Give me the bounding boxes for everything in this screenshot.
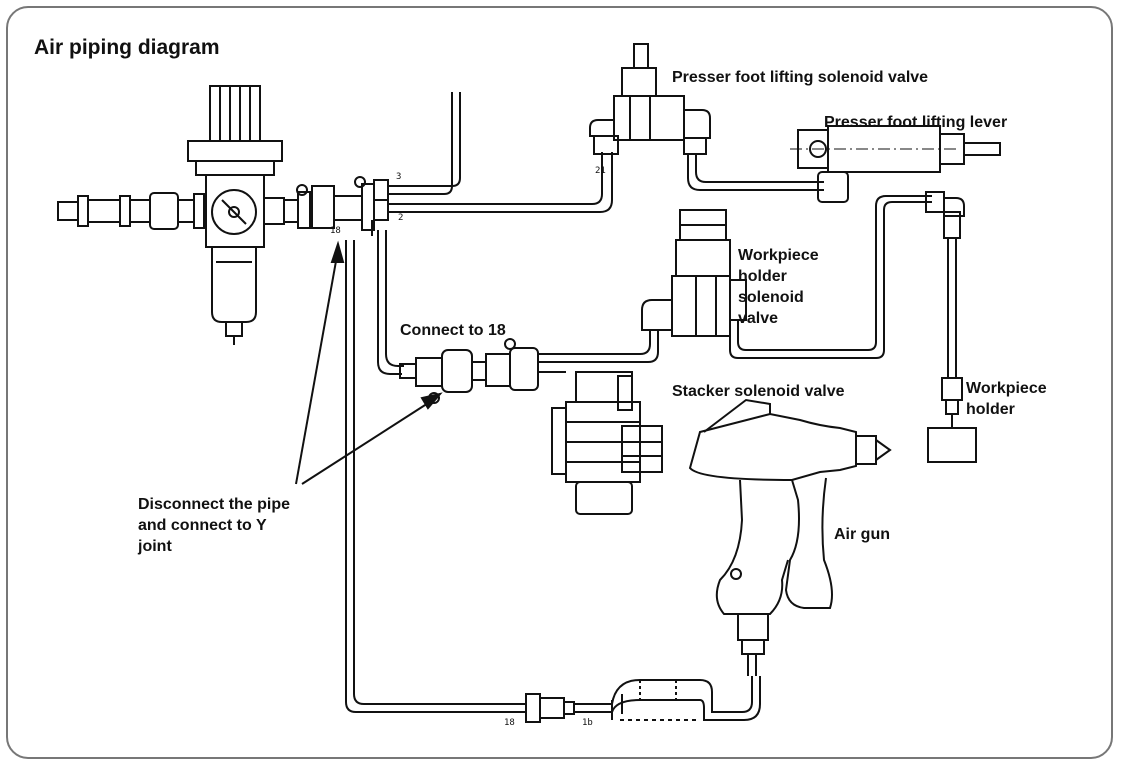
- label-presser-valve: Presser foot lifting solenoid valve: [672, 69, 929, 86]
- port-mark-3: 3: [396, 172, 402, 182]
- presser-valve-icon: [589, 43, 711, 155]
- filter-regulator-icon: [57, 85, 299, 345]
- label-workpiece-valve: Workpiece holder solenoid valve: [738, 247, 819, 327]
- port-mark-1b: 1b: [582, 718, 593, 728]
- label-air-gun: Air gun: [834, 526, 890, 543]
- stacker-valve-icon: [551, 371, 663, 515]
- manifold-icon: [296, 176, 389, 231]
- bottom-coupler-icon: [525, 693, 575, 723]
- label-disconnect: Disconnect the pipe and connect to Y joi…: [138, 496, 291, 555]
- y-joint-icon: [399, 338, 539, 404]
- port-mark-18b: 18: [504, 718, 515, 728]
- diagram-frame: [6, 6, 1113, 759]
- workpiece-valve-icon: [641, 209, 747, 337]
- label-workpiece-holder: Workpiece holder: [966, 380, 1047, 418]
- label-stacker-valve: Stacker solenoid valve: [672, 383, 845, 400]
- disconnect-arrows: [295, 240, 443, 485]
- workpiece-holder-icon: [925, 191, 977, 463]
- port-mark-21: 21: [595, 166, 606, 176]
- port-mark-18a: 18: [330, 226, 341, 236]
- label-connect-18: Connect to 18: [400, 322, 506, 339]
- air-gun-icon: [688, 398, 892, 676]
- label-presser-lever: Presser foot lifting lever: [824, 114, 1008, 131]
- port-mark-2: 2: [398, 213, 404, 223]
- presser-lever-icon: [790, 125, 1001, 203]
- page-title: Air piping diagram: [34, 36, 220, 59]
